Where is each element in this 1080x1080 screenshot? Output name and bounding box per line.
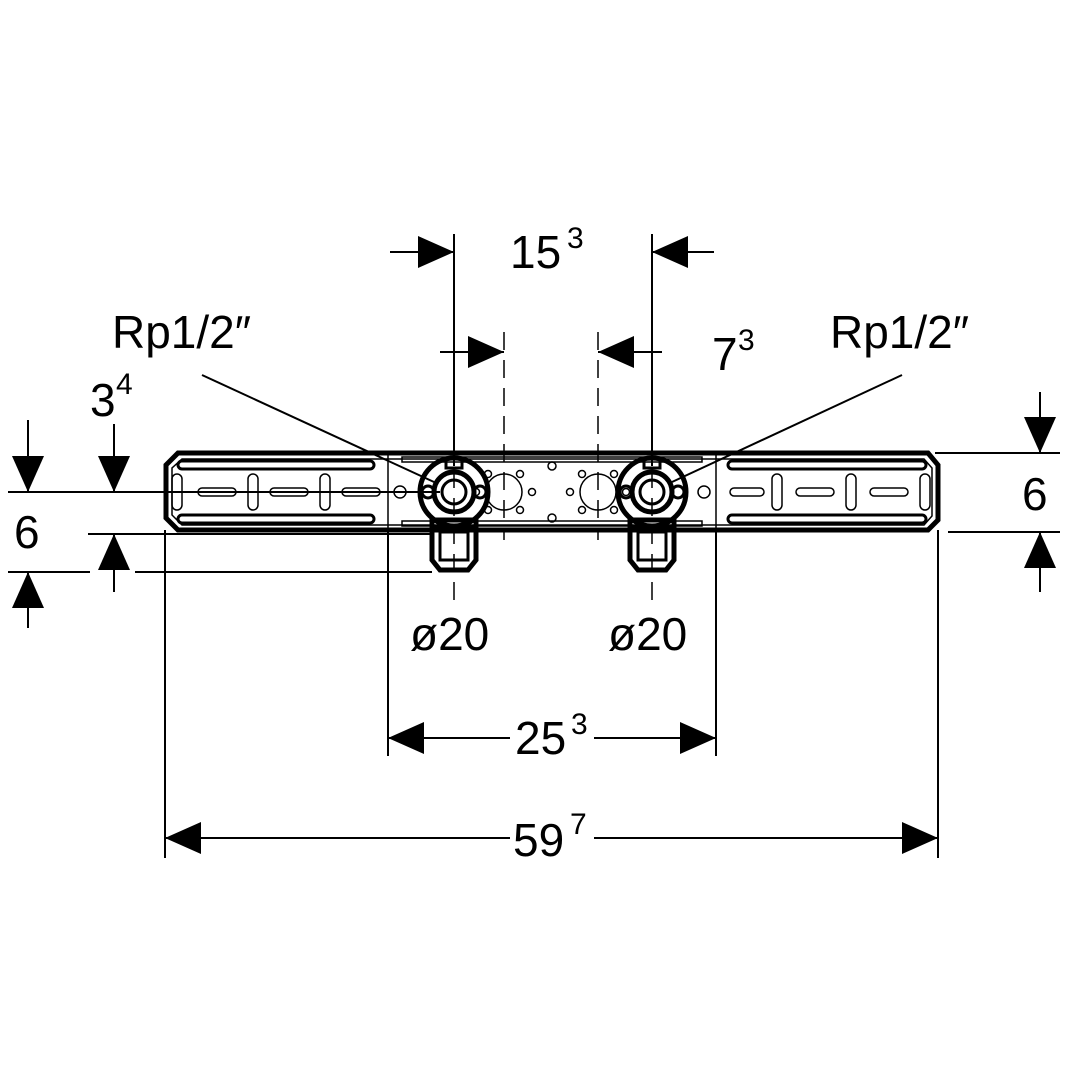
dimension-left-height: 3 4 [90, 368, 133, 592]
left-height-sup: 4 [116, 368, 133, 401]
top-spacing-value: 15 [510, 226, 561, 278]
inner-width-value: 25 [515, 712, 566, 764]
right-height-value: 6 [1022, 468, 1048, 520]
dimension-total-width: 59 7 [165, 808, 938, 866]
total-width-sup: 7 [570, 808, 587, 841]
leader-lines [201, 374, 903, 483]
dimension-left-bottom: 6 [12, 420, 44, 628]
extension-lines [8, 234, 1060, 858]
pipe-label-right: ø20 [608, 608, 687, 660]
offset-sup: 3 [738, 324, 755, 357]
offset-value: 7 [712, 328, 738, 380]
left-height-value: 3 [90, 374, 116, 426]
thread-label-right: Rp1/2″ [830, 306, 969, 358]
inner-width-sup: 3 [571, 708, 588, 741]
mounting-rail [163, 450, 941, 573]
thread-label-left: Rp1/2″ [112, 306, 251, 358]
dimension-right-height: 6 [1022, 392, 1056, 592]
total-width-value: 59 [513, 814, 564, 866]
pipe-label-left: ø20 [410, 608, 489, 660]
left-bottom-value: 6 [14, 506, 40, 558]
dimension-inner-width: 25 3 [388, 708, 716, 764]
top-spacing-sup: 3 [567, 222, 584, 255]
right-wing-slots [726, 459, 931, 525]
dimension-offset: 7 3 [440, 324, 755, 380]
dimension-top-spacing: 15 3 [390, 222, 714, 278]
